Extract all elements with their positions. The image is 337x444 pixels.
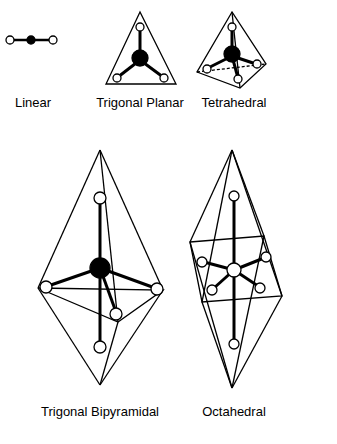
- trigonal-bipyramidal-molecule: [38, 150, 163, 385]
- shape-name-label: Trigonal Planar: [95, 95, 185, 110]
- linear-molecule: [6, 36, 57, 44]
- octahedral-molecule: [190, 150, 282, 388]
- shape-name-label: Octahedral: [201, 404, 267, 419]
- trigonal-planar-molecule: [106, 12, 176, 84]
- shape-name-label: Trigonal Bipyramidal: [40, 404, 160, 419]
- shape-name-label: Tetrahedral: [200, 95, 267, 110]
- shape-name-label: Linear: [14, 95, 52, 110]
- tetrahedral-molecule: [197, 12, 266, 88]
